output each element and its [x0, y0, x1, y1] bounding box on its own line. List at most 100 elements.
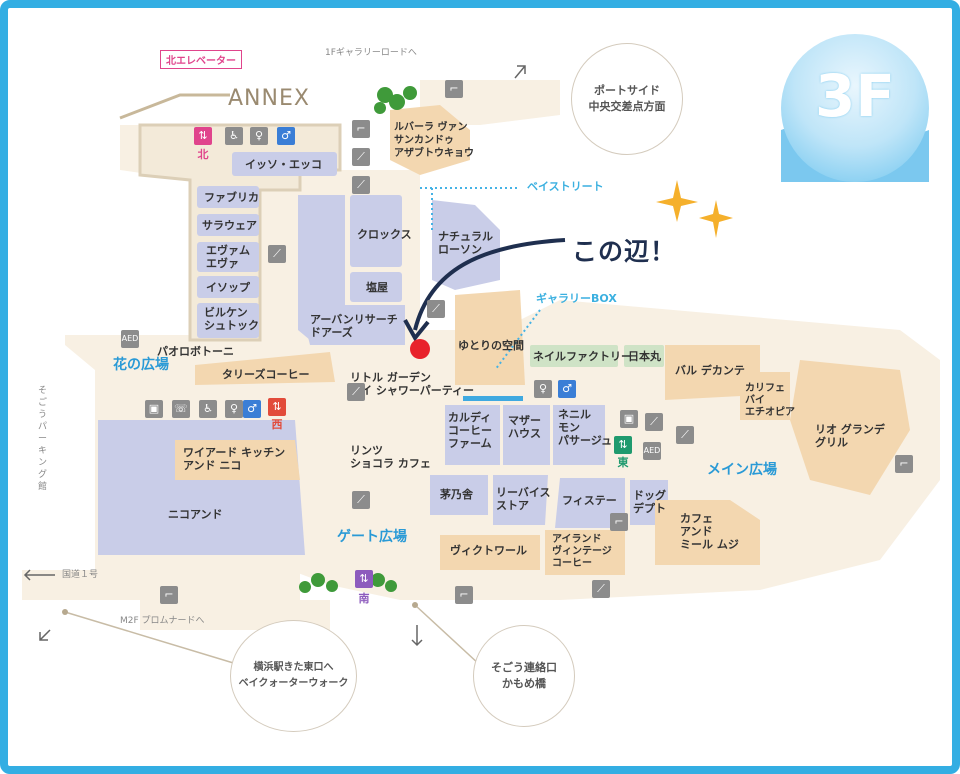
- sogo-parking-label: そごうパーキング館: [38, 386, 48, 492]
- escalator-icon-7[interactable]: ⟋: [645, 413, 663, 431]
- shop-label-evam[interactable]: エヴァム エヴァ: [206, 244, 250, 270]
- toilet-icon-west: ♀: [225, 400, 243, 418]
- gate-plaza-label: ゲート広場: [337, 529, 407, 545]
- shop-label-shioya[interactable]: 塩屋: [366, 281, 388, 294]
- shop-label-nihonmaru[interactable]: 日本丸: [628, 350, 661, 363]
- arrow-route1: [23, 569, 55, 581]
- shop-label-island[interactable]: アイランド ヴィンテージ コーヒー: [552, 534, 612, 569]
- shop-label-rio[interactable]: リオ グランデ グリル: [815, 423, 885, 449]
- stairs-icon-3[interactable]: ⌐: [610, 513, 628, 531]
- escalator-icon[interactable]: ⟋: [352, 148, 370, 166]
- callout-text: この辺！: [572, 237, 677, 266]
- nursery-icon-east: ▣: [620, 410, 638, 428]
- kitahigashi-circle[interactable]: 横浜駅きた東口へ ベイクォーターウォーク: [230, 620, 357, 732]
- arrow-m2f: [39, 629, 51, 641]
- marker-dot-icon: [410, 339, 430, 359]
- sparkle-icon-2: [699, 200, 733, 238]
- shop-label-aesop[interactable]: イソップ: [206, 281, 250, 294]
- shop-label-fabrica[interactable]: ファブリカ: [204, 191, 259, 204]
- shop-shioya: [350, 272, 402, 302]
- shop-label-issey[interactable]: イッソ・エッコ: [245, 158, 322, 171]
- stairs-icon[interactable]: ⌐: [445, 80, 463, 98]
- shop-label-wired[interactable]: ワイアード キッチン アンド ニコ: [183, 446, 286, 472]
- shop-label-baldecante[interactable]: バル デカンテ: [675, 364, 745, 377]
- shop-label-little[interactable]: リトル ガーデン バイ シャワーパーティー: [350, 371, 475, 397]
- stairs-icon-2[interactable]: ⌐: [352, 120, 370, 138]
- circle-leaders: [64, 604, 481, 666]
- shop-label-lindt[interactable]: リンツ ショコラ カフェ: [350, 444, 431, 470]
- escalator-icon-4[interactable]: ⟋: [427, 300, 445, 318]
- escalator-icon-9[interactable]: ⟋: [592, 580, 610, 598]
- gallery-box-bar: [463, 396, 523, 401]
- escalator-icon-3[interactable]: ⟋: [268, 245, 286, 263]
- sogo-link-label: そごう連絡口 かもめ橋: [491, 661, 557, 690]
- shop-sarawear: [197, 214, 259, 236]
- escalator-icon-5[interactable]: ⟋: [347, 383, 365, 401]
- shop-mother: [503, 405, 550, 465]
- escalator-icon-6[interactable]: ⟋: [352, 491, 370, 509]
- shop-evam: [197, 242, 259, 272]
- shop-label-kaldi[interactable]: カルディ コーヒー ファーム: [448, 411, 492, 450]
- shop-label-dog[interactable]: ドッグ デプト: [633, 489, 666, 515]
- gallery-road-label: 1Fギャラリーロードへ: [325, 48, 417, 58]
- shop-crocs: [350, 195, 402, 267]
- elevator-icon-east[interactable]: ⇅: [614, 436, 632, 454]
- shop-label-urban[interactable]: アーバンリサーチ ドアーズ: [310, 313, 398, 339]
- shop-label-tullys[interactable]: タリーズコーヒー: [222, 368, 310, 381]
- bay-street-leader: [420, 187, 520, 230]
- shop-label-levis[interactable]: リーバイス ストア: [496, 486, 551, 512]
- shop-label-fistere[interactable]: フィステー: [562, 494, 617, 507]
- shop-label-natural[interactable]: ナチュラル ローソン: [438, 230, 493, 256]
- aed-icon-east: AED: [643, 442, 661, 460]
- shop-label-paolo[interactable]: パオロボトーニ: [157, 345, 234, 358]
- shop-label-nicoand[interactable]: ニコアンド: [168, 508, 223, 521]
- shop-label-calife[interactable]: カリフェ バイ エチオピア: [745, 383, 795, 418]
- portside-circle[interactable]: ポートサイド 中央交差点方面: [571, 43, 683, 155]
- stairs-icon-4[interactable]: ⌐: [455, 586, 473, 604]
- shop-kaldi: [445, 405, 500, 465]
- shop-urban: [298, 195, 345, 340]
- shop-wired: [175, 440, 300, 480]
- shop-label-nenil[interactable]: ネニル モン パサージュ: [558, 408, 613, 447]
- shop-label-kayanoya[interactable]: 茅乃舎: [440, 488, 473, 501]
- accessible-toilet-icon-west: ♿: [199, 400, 217, 418]
- shop-label-yutori[interactable]: ゆとりの空間: [458, 339, 524, 352]
- portside-label: ポートサイド 中央交差点方面: [588, 84, 666, 113]
- shop-label-mother[interactable]: マザー ハウス: [508, 414, 541, 440]
- shop-label-ruvaba[interactable]: ルバーラ ヴァン サンカンドゥ アザブトウキョウ: [394, 122, 474, 159]
- shop-kayanoya: [430, 475, 488, 515]
- shop-label-birkenstock[interactable]: ビルケン シュトック: [204, 306, 259, 332]
- shop-ruvaba: [390, 105, 470, 175]
- shop-fistere: [555, 478, 625, 528]
- aed-icon: AED: [121, 330, 139, 348]
- toilet-icon-west-men: ♂: [243, 400, 261, 418]
- shop-natural: [432, 200, 500, 290]
- shop-baldecante: [665, 345, 760, 400]
- shop-muji: [655, 500, 760, 565]
- elevator-icon-south[interactable]: ⇅: [355, 570, 373, 588]
- shop-label-muji[interactable]: カフェ アンド ミール ムジ: [680, 512, 739, 551]
- shop-issey: [232, 152, 337, 176]
- flower-plaza-label: 花の広場: [113, 357, 169, 373]
- accessible-toilet-icon: ♿: [225, 127, 243, 145]
- arrow-portside: [514, 65, 526, 79]
- shop-nail: [530, 345, 618, 367]
- escalator-icon-2[interactable]: ⟋: [352, 176, 370, 194]
- elevator-icon-north[interactable]: ⇅: [194, 127, 212, 145]
- shop-label-crocs[interactable]: クロックス: [357, 228, 412, 241]
- elevator-icon-west[interactable]: ⇅: [268, 398, 286, 416]
- callout-arrowhead: [403, 319, 430, 342]
- sogo-link-circle[interactable]: そごう連絡口 かもめ橋: [473, 625, 575, 727]
- stairs-icon-6[interactable]: ⌐: [895, 455, 913, 473]
- shop-fabrica: [197, 186, 259, 208]
- shop-label-sarawear[interactable]: サラウェア: [202, 219, 257, 232]
- shop-label-nail[interactable]: ネイルファクトリー: [533, 350, 632, 363]
- shop-aesop: [197, 276, 259, 298]
- toilet-icon: ♀: [250, 127, 268, 145]
- stairs-icon-5[interactable]: ⌐: [160, 586, 178, 604]
- shop-label-victoire[interactable]: ヴィクトワール: [450, 544, 527, 557]
- national-road-corridor: [22, 570, 300, 600]
- escalator-icon-8[interactable]: ⟋: [676, 426, 694, 444]
- shop-calife: [740, 372, 790, 420]
